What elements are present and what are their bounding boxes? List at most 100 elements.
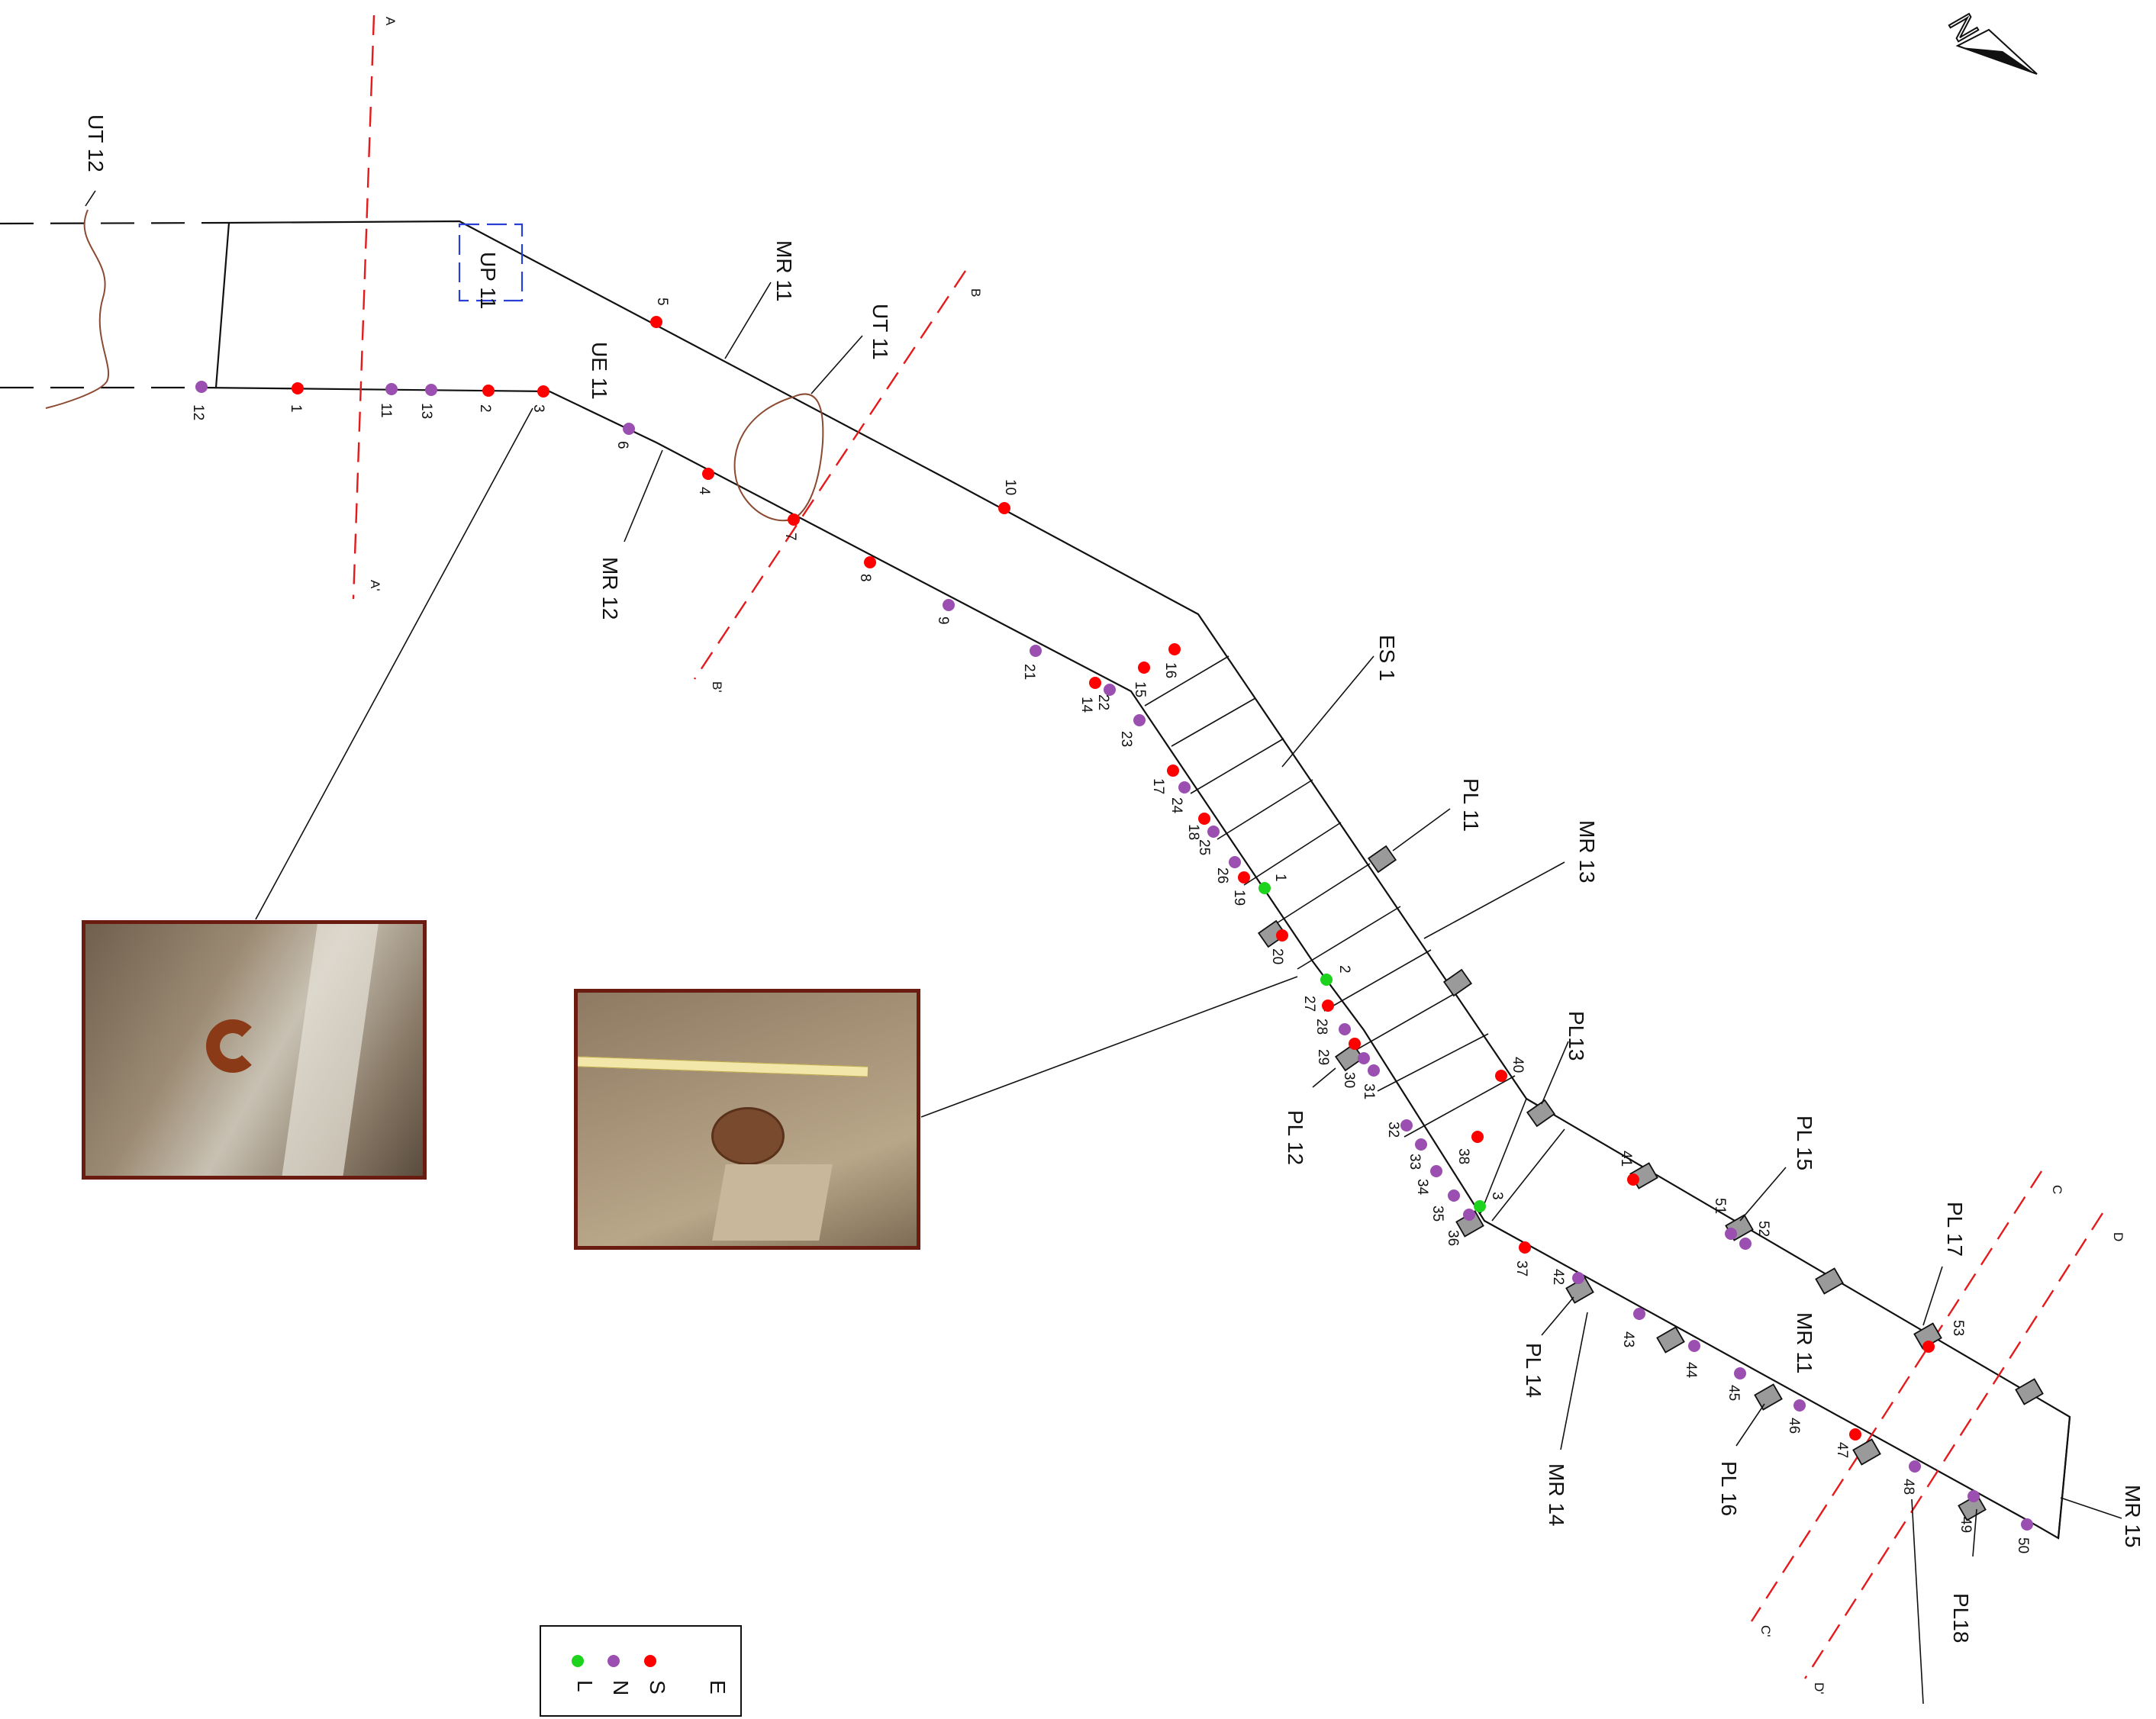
point-purple-21-label: 21 xyxy=(1021,664,1037,680)
north-arrow-icon: N xyxy=(1940,8,2038,75)
point-purple-22-label: 22 xyxy=(1095,694,1111,710)
label-pl13: PL13 xyxy=(1565,1011,1588,1061)
section-a-prime: A' xyxy=(368,580,382,591)
point-red-53 xyxy=(1922,1341,1935,1353)
point-red-8 xyxy=(864,556,876,568)
legend-svg: L N S E xyxy=(572,1655,730,1695)
label-pl16: PL 16 xyxy=(1717,1461,1741,1516)
label-pl11: PL 11 xyxy=(1459,778,1483,832)
point-purple-49-label: 49 xyxy=(1958,1517,1974,1533)
legend-letter-e: E xyxy=(706,1680,730,1695)
section-a: A xyxy=(383,17,398,26)
point-red-15 xyxy=(1138,662,1150,674)
label-ut12: UT 12 xyxy=(84,114,108,172)
point-red-10 xyxy=(998,502,1010,514)
point-purple-24-label: 24 xyxy=(1168,797,1184,814)
point-purple-33 xyxy=(1415,1138,1427,1151)
point-green-1-label: 1 xyxy=(1272,874,1288,882)
point-red-1 xyxy=(292,382,304,394)
point-red-18 xyxy=(1198,813,1210,825)
point-red-40 xyxy=(1495,1070,1507,1082)
point-purple-9 xyxy=(943,599,955,611)
point-red-19-label: 19 xyxy=(1231,890,1247,906)
point-purple-50 xyxy=(2021,1518,2033,1531)
point-purple-11 xyxy=(385,383,398,395)
label-mr11-top: MR 11 xyxy=(772,240,796,301)
point-purple-32-label: 32 xyxy=(1385,1122,1401,1138)
point-green-2 xyxy=(1320,974,1333,986)
point-red-4 xyxy=(702,468,714,480)
point-purple-30 xyxy=(1358,1052,1370,1064)
section-b: B xyxy=(968,288,983,297)
point-purple-35-label: 35 xyxy=(1429,1206,1445,1222)
label-up11: UP 11 xyxy=(476,252,500,309)
label-mr13: MR 13 xyxy=(1575,820,1599,883)
point-red-4-label: 4 xyxy=(696,487,712,495)
point-green-3-label: 3 xyxy=(1489,1192,1505,1200)
point-purple-12-label: 12 xyxy=(190,404,206,420)
label-pl18: PL18 xyxy=(1949,1593,1973,1643)
legend: L N S E xyxy=(540,1625,742,1717)
label-pl15: PL 15 xyxy=(1793,1115,1816,1170)
point-purple-36-label: 36 xyxy=(1445,1230,1461,1246)
point-purple-42 xyxy=(1572,1272,1584,1284)
point-red-41 xyxy=(1627,1173,1639,1186)
legend-purple-dot xyxy=(607,1655,620,1667)
point-green-1 xyxy=(1258,882,1271,894)
section-b-prime: B' xyxy=(710,681,724,693)
point-purple-45-label: 45 xyxy=(1726,1385,1742,1401)
point-purple-26 xyxy=(1229,856,1241,868)
point-red-47-label: 47 xyxy=(1834,1442,1850,1458)
point-purple-28-label: 28 xyxy=(1313,1019,1329,1035)
point-purple-46-label: 46 xyxy=(1786,1418,1802,1434)
point-purple-32 xyxy=(1400,1119,1413,1132)
point-red-15-label: 15 xyxy=(1132,681,1148,697)
point-purple-43 xyxy=(1633,1308,1645,1320)
point-red-2 xyxy=(482,385,495,397)
point-purple-43-label: 43 xyxy=(1620,1331,1636,1347)
measuring-tape xyxy=(578,1056,869,1077)
survey-points: 1 2 3 4 5 7 8 10 14 15 16 17 18 19 20 27… xyxy=(190,298,2033,1553)
pillars xyxy=(1257,845,2044,1521)
point-red-5-label: 5 xyxy=(654,298,670,306)
point-red-1-label: 1 xyxy=(288,404,304,413)
point-purple-44 xyxy=(1688,1340,1700,1352)
corridor-walls xyxy=(0,220,2071,1540)
label-pl12: PL 12 xyxy=(1284,1110,1307,1165)
section-lines xyxy=(352,14,2104,1679)
legend-letter-s: S xyxy=(646,1680,669,1695)
point-purple-42-label: 42 xyxy=(1550,1269,1566,1285)
point-green-3 xyxy=(1474,1200,1486,1212)
point-green-2-label: 2 xyxy=(1336,965,1352,974)
point-purple-11-label: 11 xyxy=(378,403,394,418)
point-red-3-label: 3 xyxy=(530,404,546,413)
legend-red-dot xyxy=(644,1655,656,1667)
point-red-40-label: 40 xyxy=(1510,1057,1526,1073)
point-purple-48-label: 48 xyxy=(1900,1479,1916,1495)
structure-labels: UT 12 UP 11 MR 11 UT 11 UE 11 MR 12 ES 1… xyxy=(84,114,2145,1643)
point-purple-12 xyxy=(195,381,208,393)
label-ue11: UE 11 xyxy=(588,342,611,400)
point-red-7-label: 7 xyxy=(782,533,798,541)
point-red-27 xyxy=(1322,1000,1334,1012)
point-purple-6-label: 6 xyxy=(614,441,630,449)
stone-block xyxy=(712,1164,833,1241)
point-purple-9-label: 9 xyxy=(935,616,951,625)
point-red-38 xyxy=(1471,1131,1484,1143)
section-c: C xyxy=(2050,1185,2064,1194)
point-red-29-label: 29 xyxy=(1315,1049,1331,1065)
point-purple-34-label: 34 xyxy=(1414,1179,1430,1196)
point-red-37-label: 37 xyxy=(1513,1260,1529,1276)
point-red-17-label: 17 xyxy=(1150,778,1166,794)
point-red-16-label: 16 xyxy=(1162,662,1178,678)
label-ut11: UT 11 xyxy=(869,304,892,360)
point-purple-23-label: 23 xyxy=(1118,731,1134,747)
point-purple-24 xyxy=(1178,781,1191,794)
point-purple-52 xyxy=(1739,1238,1752,1250)
point-red-53-label: 53 xyxy=(1950,1320,1966,1336)
point-red-17 xyxy=(1167,765,1179,777)
legend-letter-l: L xyxy=(573,1680,597,1692)
section-d: D xyxy=(2111,1232,2125,1241)
label-pl14: PL 14 xyxy=(1522,1343,1545,1398)
